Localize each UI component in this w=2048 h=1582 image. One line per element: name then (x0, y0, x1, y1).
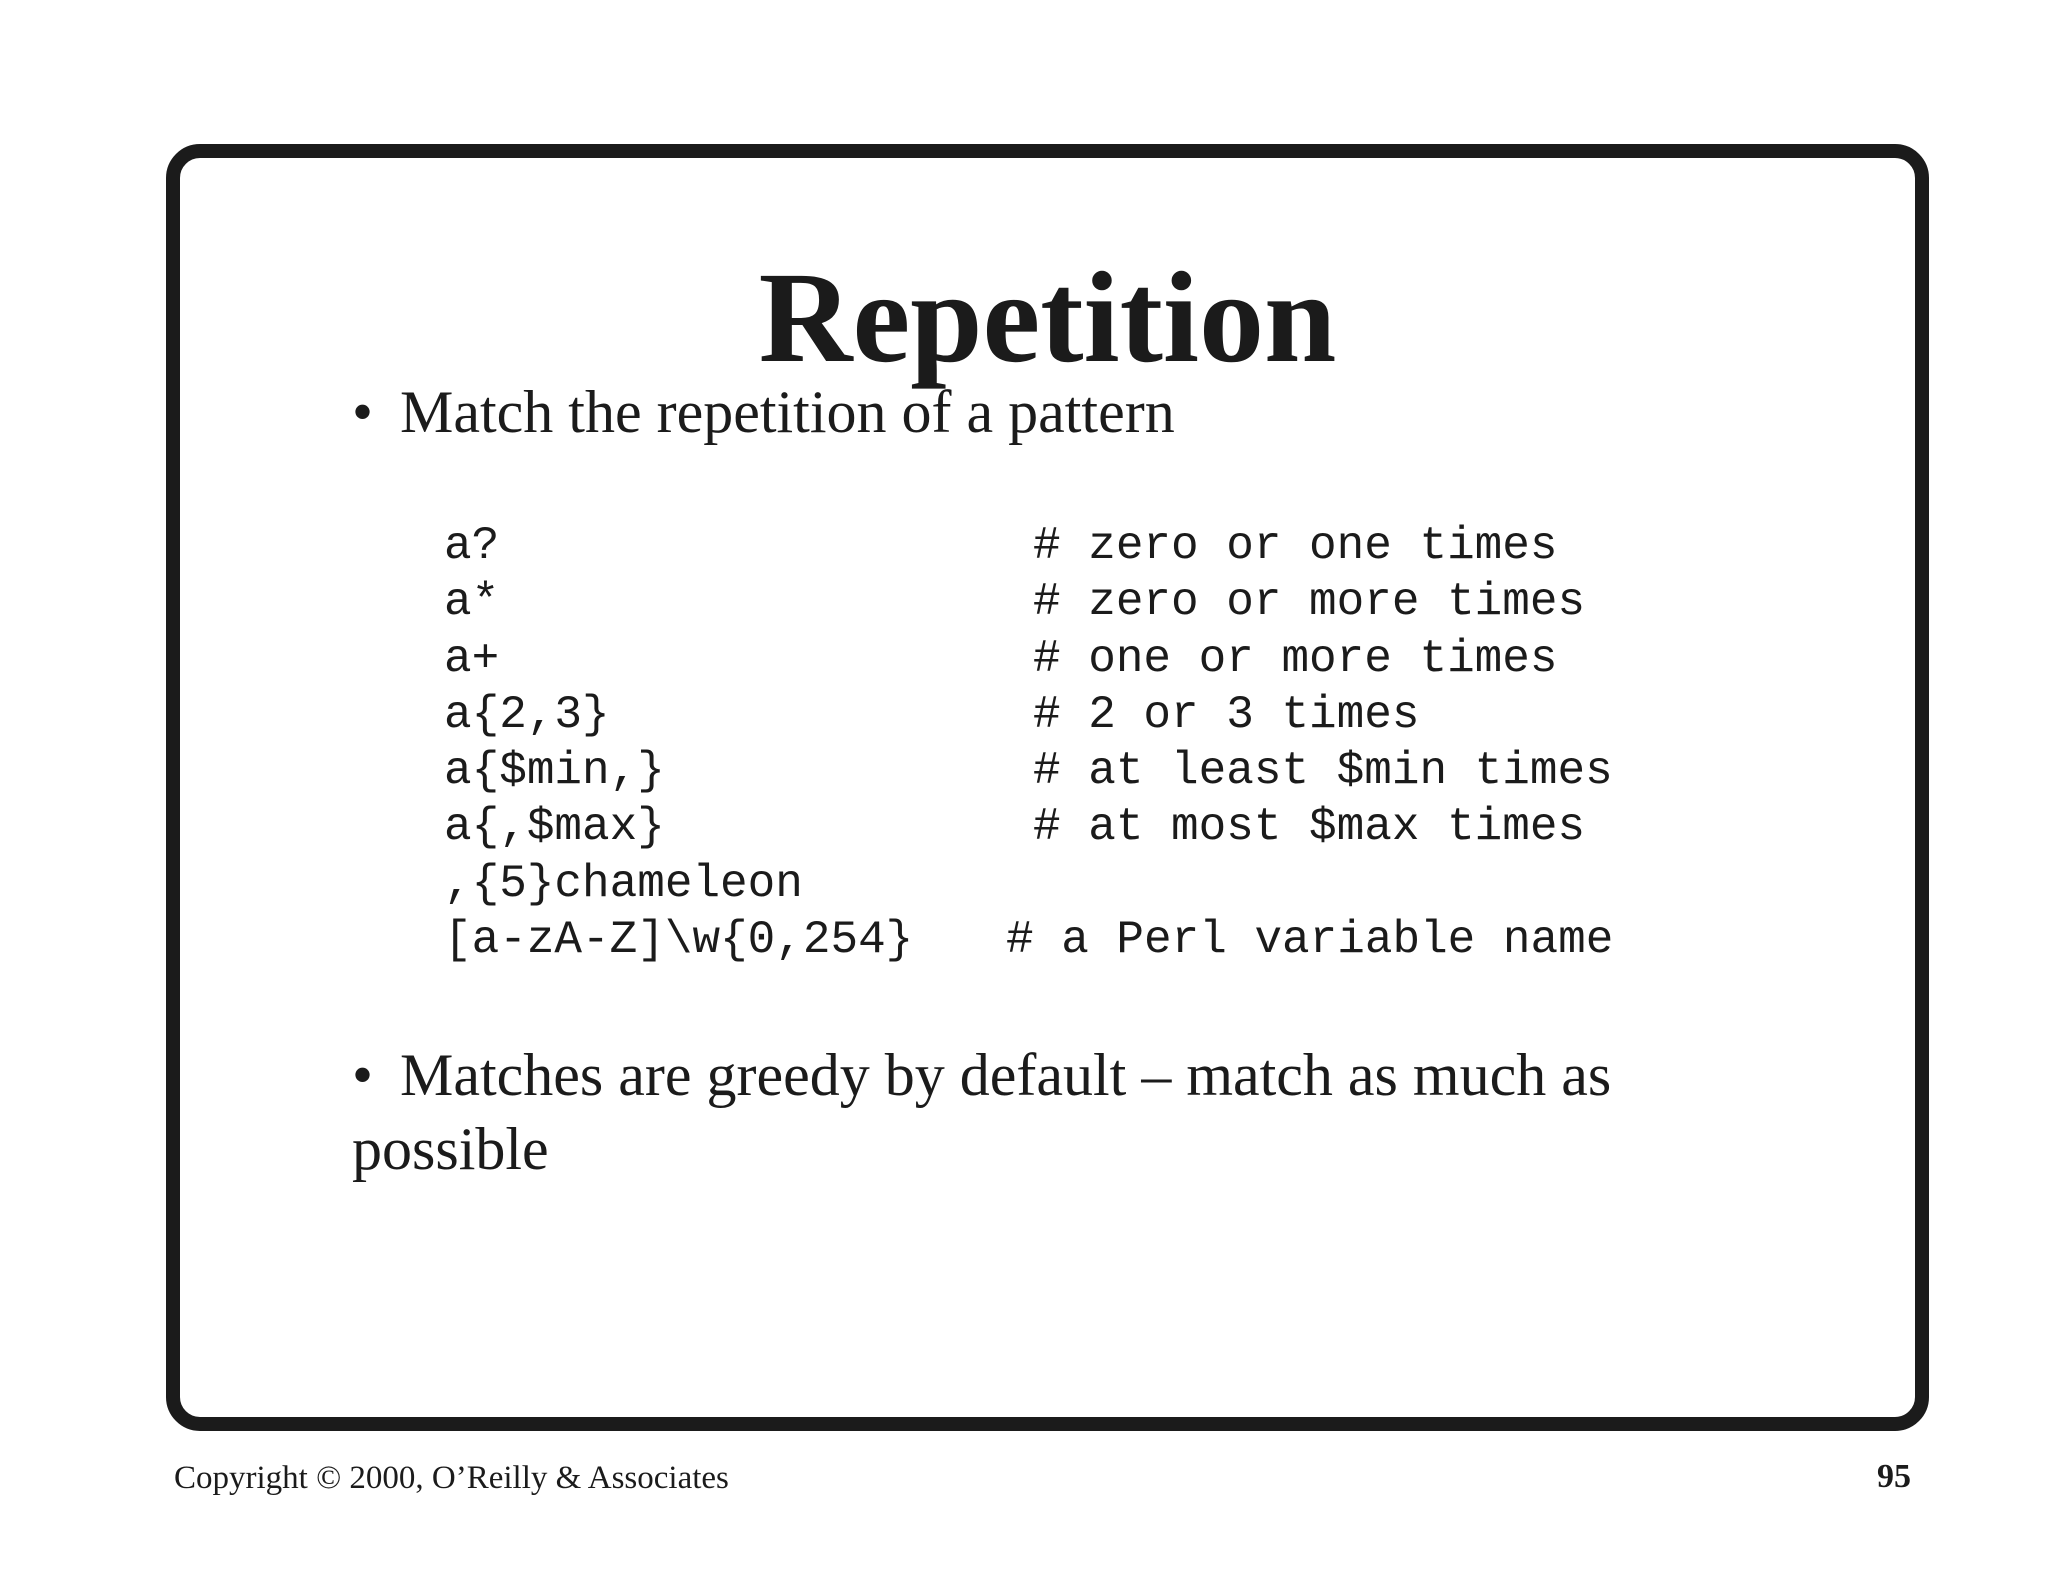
page-number: 95 (1877, 1458, 1911, 1495)
code-row: a? # zero or one times (444, 518, 1744, 574)
code-pattern: ,{5}chameleon (444, 857, 803, 910)
code-pattern: [a-zA-Z]\w{0,254} (444, 914, 914, 967)
code-pattern: a{$min,} (444, 745, 665, 798)
code-row: [a-zA-Z]\w{0,254} # a Perl variable name (444, 912, 1744, 968)
code-comment: # zero or more times (1033, 576, 1586, 629)
bullet-text: Matches are greedy by default – match as… (352, 1042, 1612, 1182)
code-pattern: a* (444, 576, 500, 629)
code-row: a+ # one or more times (444, 631, 1744, 687)
code-comment: # a Perl variable name (1006, 914, 1614, 967)
code-comment: # at least $min times (1033, 745, 1613, 798)
code-row: ,{5}chameleon (444, 856, 1744, 912)
code-row: a{,$max} # at most $max times (444, 799, 1744, 855)
code-pattern: a{,$max} (444, 801, 665, 854)
code-block: a? # zero or one times a* # zero or more… (444, 518, 1744, 968)
code-comment: # at most $max times (1033, 801, 1586, 854)
code-comment: # one or more times (1033, 632, 1558, 685)
slide-title: Repetition (758, 246, 1337, 390)
bullet-match-repetition: • Match the repetition of a pattern (352, 375, 1752, 449)
bullet-text: Match the repetition of a pattern (400, 379, 1175, 445)
code-row: a* # zero or more times (444, 574, 1744, 630)
code-comment: # 2 or 3 times (1033, 688, 1420, 741)
code-comment: # zero or one times (1033, 520, 1558, 572)
code-pattern: a+ (444, 632, 500, 685)
footer-copyright: Copyright © 2000, O’Reilly & Associates (174, 1460, 729, 1496)
bullet-icon: • (352, 1042, 374, 1108)
code-row: a{$min,} # at least $min times (444, 743, 1744, 799)
code-row: a{2,3} # 2 or 3 times (444, 687, 1744, 743)
code-pattern: a{2,3} (444, 688, 610, 741)
bullet-greedy-matches: •Matches are greedy by default – match a… (352, 1038, 1752, 1186)
bullet-icon: • (352, 379, 374, 445)
code-pattern: a? (444, 520, 500, 572)
slide-frame: Repetition • Match the repetition of a pa… (166, 144, 1929, 1431)
